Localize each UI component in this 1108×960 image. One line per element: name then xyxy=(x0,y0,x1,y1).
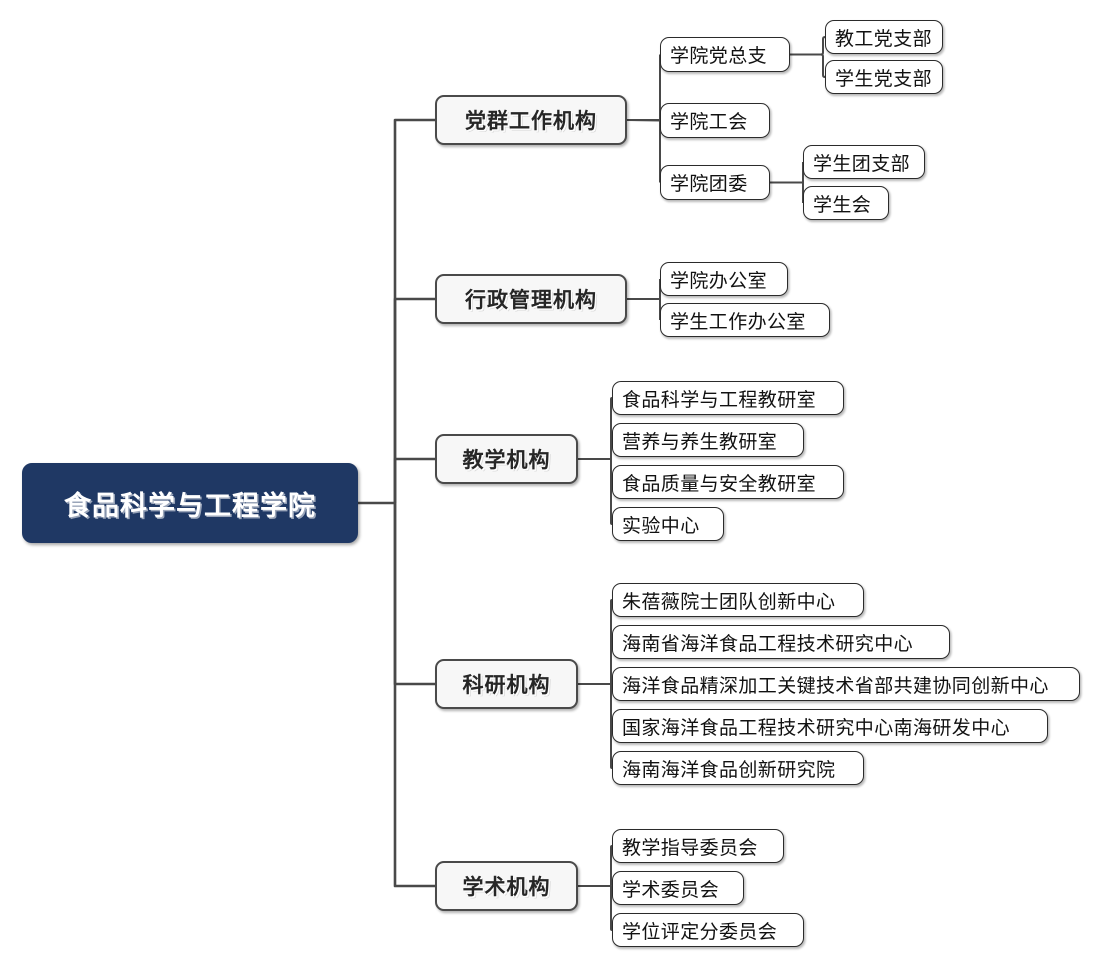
leaf-node-admin-1[interactable]: 学生工作办公室 xyxy=(660,303,830,337)
leaf-node-research-0-label: 朱蓓薇院士团队创新中心 xyxy=(622,590,836,613)
leaf-node-teaching-0-label: 食品科学与工程教研室 xyxy=(622,388,817,411)
leaf-node-teaching-1[interactable]: 营养与养生教研室 xyxy=(612,423,804,457)
leaf-node-teaching-1-label: 营养与养生教研室 xyxy=(622,430,778,453)
leaf-node-academic-1[interactable]: 学术委员会 xyxy=(612,871,744,905)
connector xyxy=(578,683,613,727)
leaf-node-party-0-1-label: 学生党支部 xyxy=(835,67,933,90)
connector xyxy=(627,119,661,183)
connector xyxy=(627,279,661,300)
leaf-node-admin-0-label: 学院办公室 xyxy=(670,269,768,292)
connector xyxy=(578,458,613,483)
connector xyxy=(578,885,613,889)
leaf-node-teaching-3[interactable]: 实验中心 xyxy=(612,507,724,541)
connector xyxy=(578,439,613,460)
connector xyxy=(578,397,613,460)
connector xyxy=(578,641,613,685)
category-node-academic[interactable]: 学术机构 xyxy=(435,861,578,911)
category-node-research-label: 科研机构 xyxy=(462,673,551,697)
leaf-node-academic-2[interactable]: 学位评定分委员会 xyxy=(612,913,804,947)
leaf-node-party-0-label: 学院党总支 xyxy=(670,45,768,67)
leaf-node-party-0[interactable]: 学院党总支 xyxy=(660,37,790,72)
connector xyxy=(578,599,613,685)
category-node-party-label: 党群工作机构 xyxy=(465,109,597,133)
category-node-teaching-label: 教学机构 xyxy=(462,448,551,472)
leaf-node-party-0-1[interactable]: 学生党支部 xyxy=(825,60,943,94)
leaf-node-party-2-1-label: 学生会 xyxy=(813,193,872,216)
category-node-teaching[interactable]: 教学机构 xyxy=(435,434,578,484)
leaf-node-teaching-2-label: 食品质量与安全教研室 xyxy=(622,472,817,495)
connector xyxy=(578,683,613,769)
leaf-node-party-2[interactable]: 学院团委 xyxy=(660,165,770,200)
category-node-research[interactable]: 科研机构 xyxy=(435,659,578,709)
connector xyxy=(578,845,613,887)
category-node-admin[interactable]: 行政管理机构 xyxy=(435,274,627,324)
connector xyxy=(790,53,826,78)
leaf-node-admin-1-label: 学生工作办公室 xyxy=(670,310,806,333)
leaf-node-academic-1-label: 学术委员会 xyxy=(622,878,720,901)
leaf-node-party-2-1[interactable]: 学生会 xyxy=(803,186,889,220)
leaf-node-teaching-0[interactable]: 食品科学与工程教研室 xyxy=(612,381,844,415)
leaf-node-party-2-label: 学院团委 xyxy=(670,173,748,195)
leaf-node-party-2-0-label: 学生团支部 xyxy=(813,152,911,175)
leaf-node-research-2[interactable]: 海洋食品精深加工关键技术省部共建协同创新中心 xyxy=(612,667,1080,701)
connector xyxy=(770,181,804,203)
leaf-node-research-4[interactable]: 海南海洋食品创新研究院 xyxy=(612,751,864,785)
connector xyxy=(393,501,435,686)
leaf-node-academic-2-label: 学位评定分委员会 xyxy=(622,920,778,943)
leaf-node-admin-0[interactable]: 学院办公室 xyxy=(660,262,788,296)
connector xyxy=(393,297,435,505)
leaf-node-research-3[interactable]: 国家海洋食品工程技术研究中心南海研发中心 xyxy=(612,709,1048,743)
leaf-node-party-1[interactable]: 学院工会 xyxy=(660,103,770,138)
leaf-node-party-1-label: 学院工会 xyxy=(670,111,748,133)
leaf-node-research-1[interactable]: 海南省海洋食品工程技术研究中心 xyxy=(612,625,950,659)
leaf-node-party-0-0-label: 教工党支部 xyxy=(835,27,933,50)
connector xyxy=(393,118,435,505)
leaf-node-teaching-3-label: 实验中心 xyxy=(622,514,700,537)
leaf-node-academic-0-label: 教学指导委员会 xyxy=(622,836,758,859)
connector xyxy=(627,298,661,322)
category-node-academic-label: 学术机构 xyxy=(462,875,551,899)
connector xyxy=(393,501,435,888)
connector xyxy=(770,162,804,184)
leaf-node-party-0-0[interactable]: 教工党支部 xyxy=(825,20,943,54)
category-node-party[interactable]: 党群工作机构 xyxy=(435,95,627,145)
leaf-node-research-4-label: 海南海洋食品创新研究院 xyxy=(622,758,836,781)
connector xyxy=(627,54,661,121)
category-node-admin-label: 行政管理机构 xyxy=(465,288,597,312)
root-node[interactable]: 食品科学与工程学院 xyxy=(22,463,358,543)
connector xyxy=(578,458,613,525)
connector xyxy=(578,885,613,931)
leaf-node-research-0[interactable]: 朱蓓薇院士团队创新中心 xyxy=(612,583,864,617)
connector xyxy=(626,119,661,122)
leaf-node-research-3-label: 国家海洋食品工程技术研究中心南海研发中心 xyxy=(622,716,1011,739)
leaf-node-academic-0[interactable]: 教学指导委员会 xyxy=(612,829,784,863)
leaf-node-research-2-label: 海洋食品精深加工关键技术省部共建协同创新中心 xyxy=(622,674,1049,697)
leaf-node-teaching-2[interactable]: 食品质量与安全教研室 xyxy=(612,465,844,499)
leaf-node-research-1-label: 海南省海洋食品工程技术研究中心 xyxy=(622,632,914,655)
connector xyxy=(393,457,435,505)
root-node-label: 食品科学与工程学院 xyxy=(64,490,316,522)
connector xyxy=(790,36,826,56)
leaf-node-party-2-0[interactable]: 学生团支部 xyxy=(803,145,925,179)
